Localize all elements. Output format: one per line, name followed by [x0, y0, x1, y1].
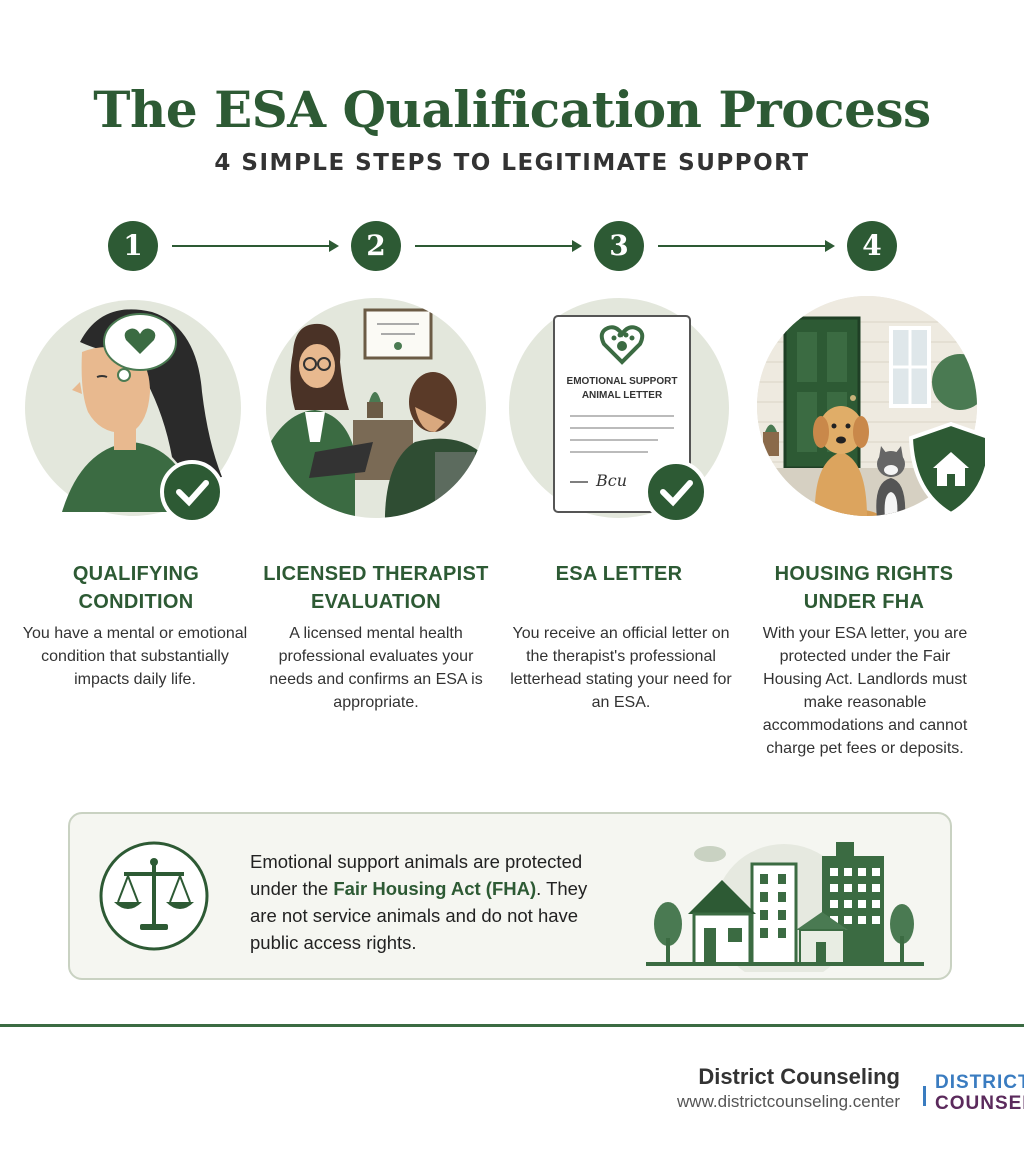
page-subtitle: 4 SIMPLE STEPS TO LEGITIMATE SUPPORT — [214, 150, 810, 176]
fha-note-text: Emotional support animals are protected … — [250, 848, 610, 956]
step-1-number: 1 — [108, 221, 158, 271]
certificate-icon — [363, 308, 433, 360]
arrow-3-4 — [658, 240, 835, 252]
footer-logo: DISTRICT COUNSELING — [921, 1068, 1024, 1118]
letter-signature: Bcu — [595, 471, 627, 490]
note-text-before: Emotional support animals are protected … — [250, 851, 583, 899]
logo-bar — [923, 1086, 926, 1106]
step-2-illustration — [266, 298, 486, 518]
step-1-description: You have a mental or emotional condition… — [22, 625, 248, 688]
letter-line-2: ANIMAL LETTER — [582, 390, 663, 401]
arrow-1-2 — [172, 240, 339, 252]
step-3-description: You receive an official letter on the th… — [510, 625, 732, 711]
letter-line-1: EMOTIONAL SUPPORT — [567, 376, 678, 387]
step-4-number: 4 — [847, 221, 897, 271]
footer-url[interactable]: www.districtcounseling.center — [677, 1092, 900, 1111]
step-4-illustration — [757, 296, 985, 517]
step-2-description: A licensed mental health professional ev… — [269, 625, 483, 711]
footer-divider — [0, 1024, 1024, 1027]
step-3-title: ESA LETTER — [555, 563, 683, 585]
logo-line-1: DISTRICT — [935, 1072, 1024, 1093]
step-2-number: 2 — [351, 221, 401, 271]
check-icon — [644, 460, 708, 524]
note-text-after: . They are not service animals and do no… — [250, 878, 588, 953]
check-icon — [160, 460, 224, 524]
step-4-description: With your ESA letter, you are protected … — [762, 625, 968, 757]
fha-note-box: Emotional support animals are protected … — [68, 812, 952, 980]
paw-heart-icon — [599, 325, 645, 365]
step-3-number: 3 — [594, 221, 644, 271]
page-title: The ESA Qualification Process — [93, 80, 931, 139]
brain-heart-icon — [103, 313, 177, 382]
step-1-illustration — [25, 300, 241, 524]
fha-highlight: Fair Housing Act (FHA) — [333, 878, 537, 899]
shield-house-icon — [908, 421, 985, 517]
step-2-title: LICENSED THERAPIST EVALUATION — [263, 563, 489, 613]
arrow-2-3 — [415, 240, 582, 252]
step-4-title: HOUSING RIGHTS UNDER FHA — [774, 563, 954, 613]
logo-line-2: COUNSELING — [935, 1093, 1024, 1114]
city-icon — [646, 842, 924, 972]
step-1-title: QUALIFYING CONDITION — [72, 563, 200, 613]
scales-icon — [99, 841, 209, 951]
step-3-illustration: EMOTIONAL SUPPORT ANIMAL LETTER Bcu — [509, 298, 729, 524]
footer-brand-name: District Counseling — [698, 1064, 900, 1089]
